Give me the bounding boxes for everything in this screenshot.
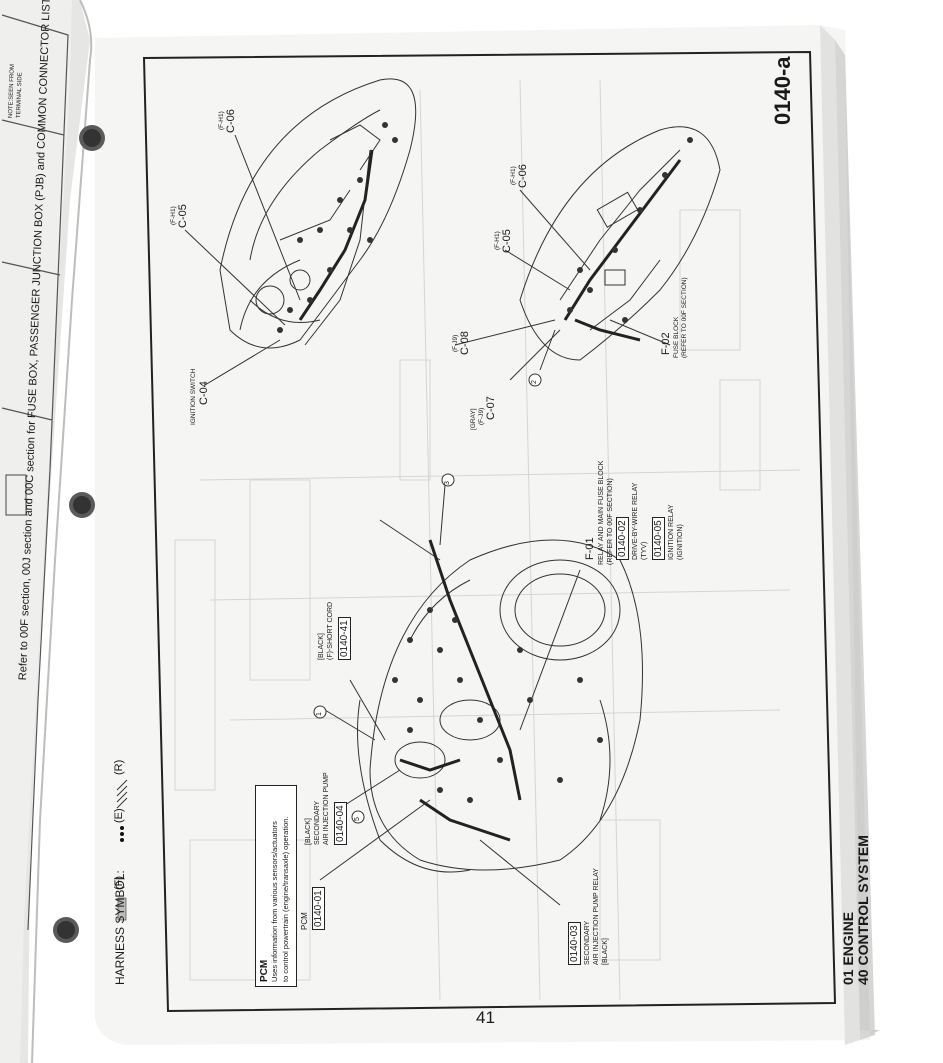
callout-c05-right-tag: (F-H1) — [494, 231, 501, 250]
callout-c05-right-code: C-05 — [501, 229, 513, 253]
callout-air-pump-code: 0140-04 — [334, 802, 347, 845]
callout-c06-right-tag: (F-H1) — [510, 166, 517, 185]
section-code: 0140-a — [770, 56, 795, 125]
callout-air-pump-color: [BLACK] — [305, 818, 312, 845]
callout-ign-relay-line2: (IGNITION) — [677, 524, 684, 560]
callout-c05-left-tag: (F-H1) — [170, 206, 177, 225]
callout-c06-left-tag: (F-H1) — [218, 111, 225, 130]
callout-f02-code: F-02 — [660, 332, 672, 355]
callout-f02-line1: FUSE BLOCK — [673, 316, 680, 358]
pcm-note-box — [255, 785, 297, 987]
callout-c06-right-code: C-06 — [517, 164, 529, 188]
callout-f01-code: F-01 — [584, 537, 596, 560]
callout-pcm-name: PCM — [300, 912, 309, 930]
callout-dbw-relay-code: 0140-02 — [616, 517, 629, 560]
callout-ign-switch-label: IGNITION SWITCH — [190, 368, 197, 425]
callout-short-cord-code: 0140-41 — [338, 617, 351, 660]
callout-short-cord-color: [BLACK] — [318, 633, 325, 660]
callout-c08-code: C-08 — [459, 331, 471, 355]
callout-c05-left-code: C-05 — [177, 204, 189, 228]
harness-symbol-r: (R) — [113, 759, 125, 775]
circle-number-2: 2 — [531, 380, 538, 384]
page-number: 41 — [476, 1008, 495, 1027]
callout-air-relay-line1: SECONDARY — [584, 920, 591, 965]
callout-ign-relay-code: 0140-05 — [652, 517, 665, 560]
callout-f01-line1: RELAY AND MAIN FUSE BLOCK — [598, 460, 605, 565]
callout-f01-line2: (REFER TO 00F SECTION) — [607, 478, 614, 565]
harness-symbol-f: (F) — [113, 875, 125, 890]
callout-pcm-code: 0140-01 — [312, 887, 325, 930]
callout-ign-switch-code: C-04 — [198, 381, 210, 405]
callout-short-cord-name: (F)-SHORT CORD — [327, 601, 334, 660]
pcm-note-text-2: to control powertrain (engine/transaxle)… — [281, 816, 290, 982]
pcm-note-title: PCM — [259, 959, 270, 982]
callout-air-relay-line2: AIR INJECTION PUMP RELAY — [593, 868, 600, 965]
pcm-note-text-1: Uses information from various sensors/ac… — [270, 821, 279, 982]
callout-dbw-relay-line2: (TYV) — [641, 541, 648, 560]
circle-number-1: 1 — [316, 712, 323, 716]
callout-c07-code: C-07 — [485, 396, 497, 420]
callout-c08-tag: (F-J9) — [452, 334, 459, 352]
callout-c07-tag: (F-J9) — [478, 407, 485, 425]
callout-f02-line2: (REFER TO 00F SECTION) — [681, 277, 688, 358]
chapter-title-1: 01 ENGINE — [840, 911, 856, 985]
callout-ign-relay-line1: IGNITION RELAY — [668, 504, 675, 561]
harness-symbol-e: (E) — [113, 808, 125, 823]
circle-number-5: 5 — [354, 817, 361, 821]
callout-air-pump-line2: SECONDARY — [314, 800, 321, 845]
callout-air-relay-code: 0140-03 — [568, 922, 581, 965]
circle-number-3: 3 — [444, 481, 451, 485]
callout-air-pump-line3: AIR INJECTION PUMP — [323, 772, 330, 845]
callout-c06-left-code: C-06 — [225, 109, 237, 133]
callout-c07-color: [GRAY] — [470, 408, 477, 430]
callout-dbw-relay-line1: DRIVE-BY-WIRE RELAY — [632, 482, 639, 560]
chapter-title-2: 40 CONTROL SYSTEM — [855, 835, 871, 985]
callout-air-relay-line3: [BLACK] — [602, 938, 609, 965]
